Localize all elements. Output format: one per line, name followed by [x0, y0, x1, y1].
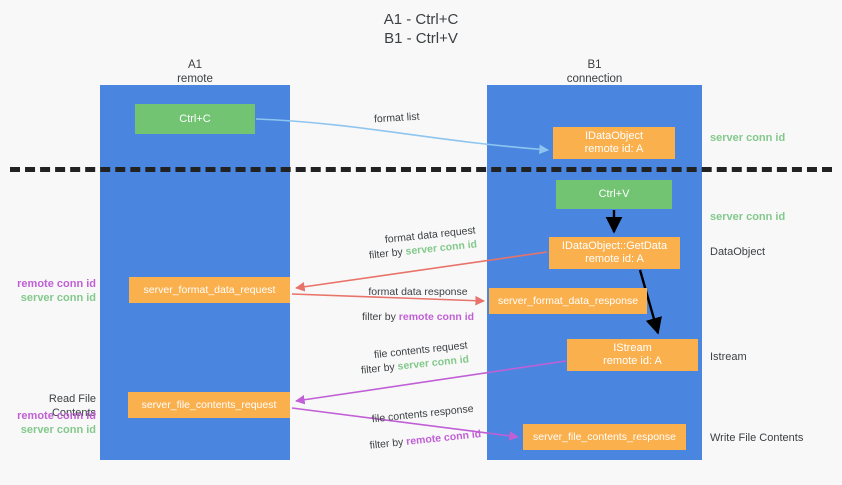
node-idataobject[interactable]: IDataObject remote id: A: [553, 127, 675, 159]
edge-label-file-contents-request: file contents request filter by server c…: [359, 338, 470, 377]
node-ctrl-c[interactable]: Ctrl+C: [135, 104, 255, 134]
lane-header-b1: B1 connection: [566, 59, 623, 85]
note-read-file-contents: Read File Contents: [48, 393, 96, 419]
node-server-file-contents-request[interactable]: server_file_contents_request: [128, 392, 290, 418]
filter-by-text: filter by: [368, 245, 407, 262]
remote-conn-id-text: remote conn id: [405, 428, 482, 448]
remote-conn-id-text: remote conn id: [398, 311, 475, 323]
lane-header-a1: A1 remote: [177, 59, 213, 85]
node-ctrl-v[interactable]: Ctrl+V: [556, 180, 672, 209]
note-server-conn-id: server conn id: [20, 424, 96, 436]
note-dataobject: DataObject: [710, 246, 766, 258]
edge-label-format-list-text: format list: [373, 110, 420, 126]
filter-by-text: filter by: [360, 360, 399, 377]
note-conn-ids-upper: remote conn id server conn id: [10, 277, 96, 305]
note-istream: Istream: [710, 351, 747, 363]
node-server-format-data-response[interactable]: server_format_data_response: [489, 288, 647, 314]
edge-label-format-data-response-line1: format data response: [368, 286, 468, 298]
note-server-conn-id: server conn id: [20, 292, 96, 304]
edge-label-file-contents-response-line1: file contents response: [371, 402, 475, 426]
edge-label-file-contents-response-line2: filter by remote conn id: [369, 427, 482, 453]
node-getdata[interactable]: IDataObject::GetData remote id: A: [549, 237, 680, 269]
edge-label-format-list: format list: [374, 110, 420, 127]
note-remote-conn-id: remote conn id: [17, 410, 96, 422]
filter-by-text: filter by: [369, 435, 407, 452]
edge-label-format-data-response: format data response filter by remote co…: [362, 285, 474, 324]
edge-label-format-data-request: format data request filter by server con…: [367, 223, 478, 262]
node-istream[interactable]: IStream remote id: A: [567, 339, 698, 371]
edge-label-file-contents-response: file contents response filter by remote …: [366, 401, 482, 452]
phase-divider: [10, 167, 832, 172]
filter-by-text: filter by: [362, 311, 399, 323]
note-server-conn-id-2: server conn id: [710, 211, 786, 223]
note-server-conn-id-1: server conn id: [710, 132, 786, 144]
note-conn-ids-lower: remote conn id server conn id: [10, 409, 96, 437]
note-remote-conn-id: remote conn id: [17, 278, 96, 290]
node-server-format-data-request[interactable]: server_format_data_request: [129, 277, 290, 303]
note-write-file-contents: Write File Contents: [710, 432, 804, 444]
page-title: A1 - Ctrl+C B1 - Ctrl+V: [383, 11, 459, 47]
node-server-file-contents-response[interactable]: server_file_contents_response: [523, 424, 686, 450]
edge-label-format-data-response-line2: filter by remote conn id: [362, 310, 474, 324]
